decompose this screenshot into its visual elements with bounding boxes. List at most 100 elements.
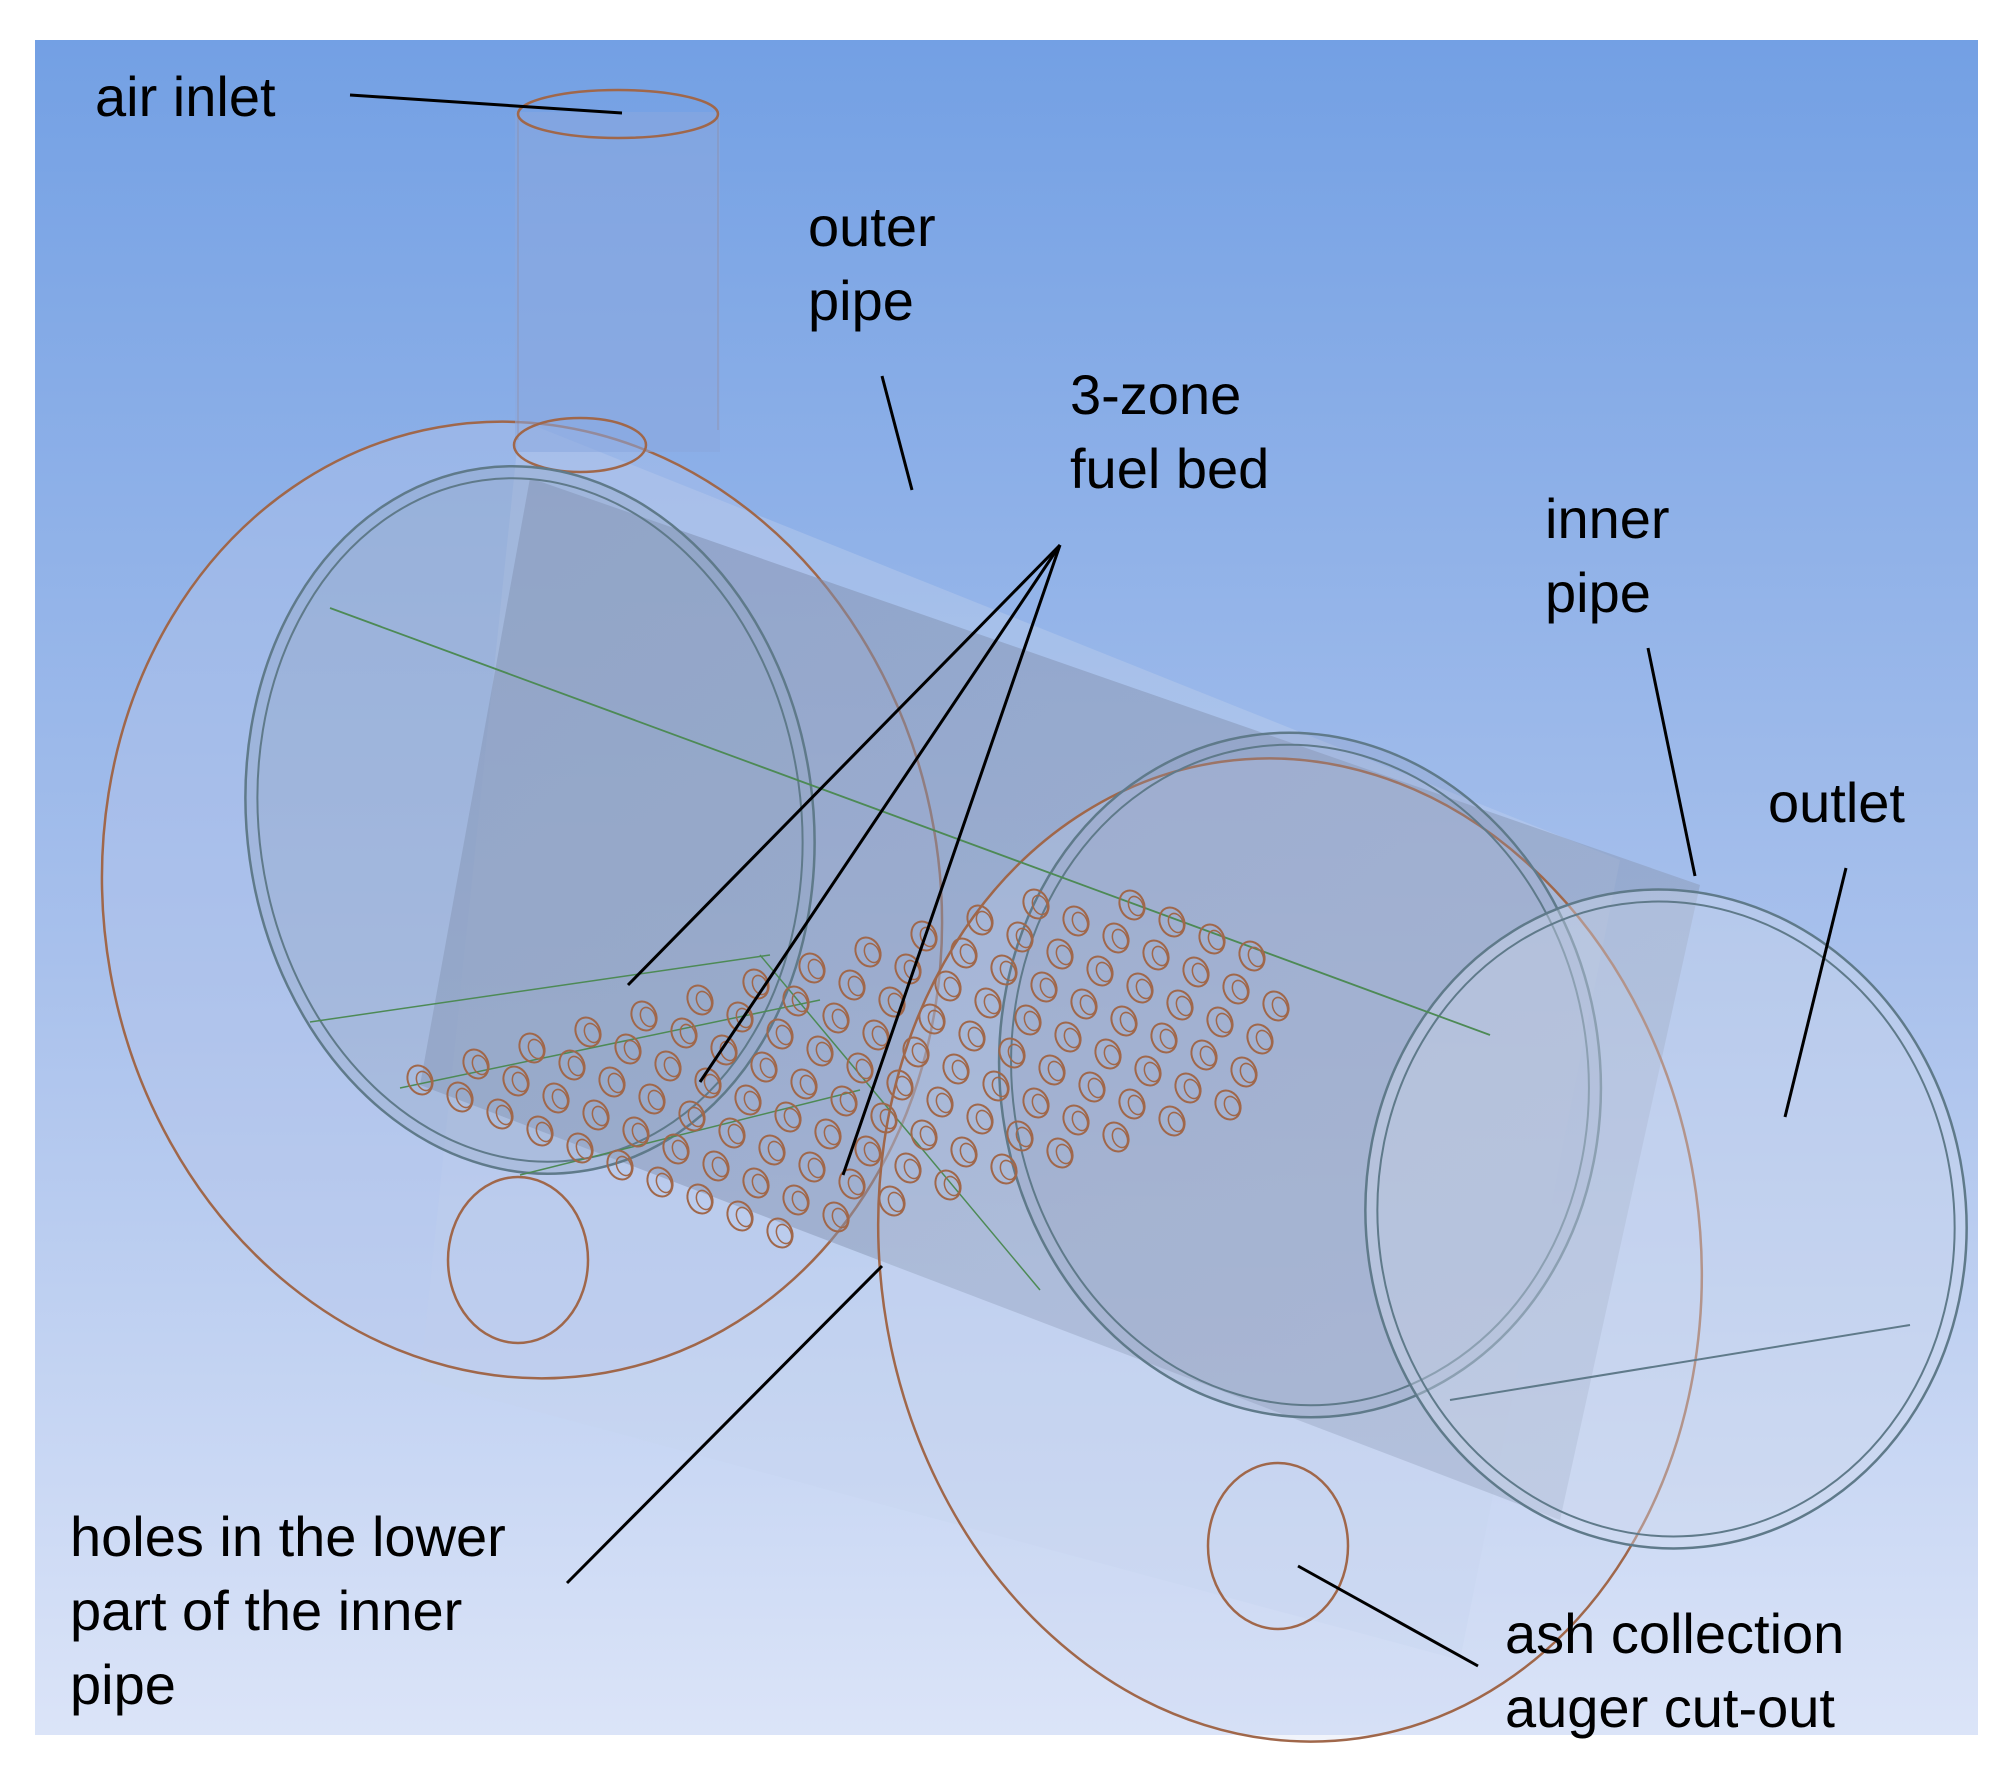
hole-inner [1231, 979, 1249, 1001]
hole-inner [1031, 1093, 1049, 1115]
hole-inner [935, 1092, 953, 1114]
hole [566, 1132, 594, 1164]
hole-inner [1151, 945, 1169, 967]
hole [854, 1135, 882, 1167]
hole-inner [1159, 1028, 1177, 1050]
hole-inner [1167, 912, 1185, 934]
hole-inner [1255, 1029, 1273, 1051]
hole [446, 1081, 474, 1113]
label-holes: holes in the lower part of the inner pip… [70, 1505, 506, 1716]
hole [1062, 905, 1090, 937]
inner-pipe-holes [406, 888, 1290, 1249]
leader-ash-auger [1297, 1564, 1479, 1668]
hole [910, 1119, 938, 1151]
hole [758, 1134, 786, 1166]
hole-inner [1007, 1043, 1025, 1065]
hole [710, 1034, 738, 1066]
hole-inner [1239, 1062, 1257, 1084]
leader-air-inlet [349, 93, 623, 115]
hole-inner [623, 1039, 641, 1061]
hole-inner [751, 1173, 769, 1195]
hole-inner [1127, 895, 1145, 917]
hole [630, 1000, 658, 1032]
hole-inner [831, 1207, 849, 1229]
hole-inner [743, 1090, 761, 1112]
hole [910, 920, 938, 952]
hole [1158, 1105, 1186, 1137]
hole-inner [1119, 1011, 1137, 1033]
hole-inner [791, 991, 809, 1013]
hole [1214, 1089, 1242, 1121]
hole-inner [927, 1009, 945, 1031]
hole [1246, 1023, 1274, 1055]
fuel-bed-edge-line-1 [309, 954, 771, 1023]
hole [702, 1150, 730, 1182]
hole-inner [775, 1024, 793, 1046]
hole [1022, 1087, 1050, 1119]
hole [526, 1115, 554, 1147]
hole-inner [551, 1088, 569, 1110]
hole [814, 1118, 842, 1150]
centre-line-upper [329, 607, 1491, 1036]
outer-pipe-mid-section [876, 757, 1704, 1743]
hole-inner [1047, 1060, 1065, 1082]
hole-inner [687, 1106, 705, 1128]
hole-inner [671, 1139, 689, 1161]
hole [1086, 955, 1114, 987]
hole-inner [1023, 1010, 1041, 1032]
hole-inner [903, 1158, 921, 1180]
hole-inner [895, 1075, 913, 1097]
hole [862, 1019, 890, 1051]
hole-inner [1015, 927, 1033, 949]
hole [670, 1017, 698, 1049]
hole [990, 954, 1018, 986]
hole [894, 953, 922, 985]
inner-pipe-end-left-inner [256, 477, 804, 1163]
hole [1190, 1039, 1218, 1071]
hole [646, 1166, 674, 1198]
hole-inner [1207, 929, 1225, 951]
hole-inner [607, 1072, 625, 1094]
hole [726, 1200, 754, 1232]
hole-inner [1167, 1111, 1185, 1133]
hole-inner [919, 926, 937, 948]
ash-auger-cutout-right [1206, 1461, 1350, 1631]
hole [966, 904, 994, 936]
hole-inner [1223, 1095, 1241, 1117]
hole-inner [775, 1223, 793, 1245]
hole [926, 1086, 954, 1118]
hole [1062, 1104, 1090, 1136]
hole-inner [975, 1109, 993, 1131]
hole [782, 1184, 810, 1216]
hole-inner [535, 1121, 553, 1143]
hole [678, 1100, 706, 1132]
hole-inner [847, 975, 865, 997]
hole-inner [527, 1038, 545, 1060]
hole [798, 1151, 826, 1183]
hole [1198, 923, 1226, 955]
hole-inner [943, 1175, 961, 1197]
hole-inner [495, 1104, 513, 1126]
label-inner-pipe: inner pipe [1545, 487, 1670, 624]
hole [654, 1050, 682, 1082]
hole-inner [1111, 928, 1129, 950]
label-outer-pipe: outer pipe [808, 195, 936, 332]
outlet-ring-outer [1364, 888, 1968, 1550]
hole-inner [1055, 1143, 1073, 1165]
hole-inner [647, 1089, 665, 1111]
hole-inner [1087, 1077, 1105, 1099]
hole-inner [679, 1023, 697, 1045]
hole [1094, 1038, 1122, 1070]
hole-inner [999, 960, 1017, 982]
leader-inner-pipe [1646, 647, 1697, 877]
hole-inner [807, 1157, 825, 1179]
hole-inner [1175, 995, 1193, 1017]
leader-fuel-bed-2 [698, 544, 1062, 1083]
air-inlet-top [516, 88, 720, 140]
hole [742, 1167, 770, 1199]
hole-inner [591, 1105, 609, 1127]
hole-inner [767, 1140, 785, 1162]
hole [1118, 889, 1146, 921]
leader-lines [349, 93, 1848, 1668]
hole-inner [511, 1071, 529, 1093]
